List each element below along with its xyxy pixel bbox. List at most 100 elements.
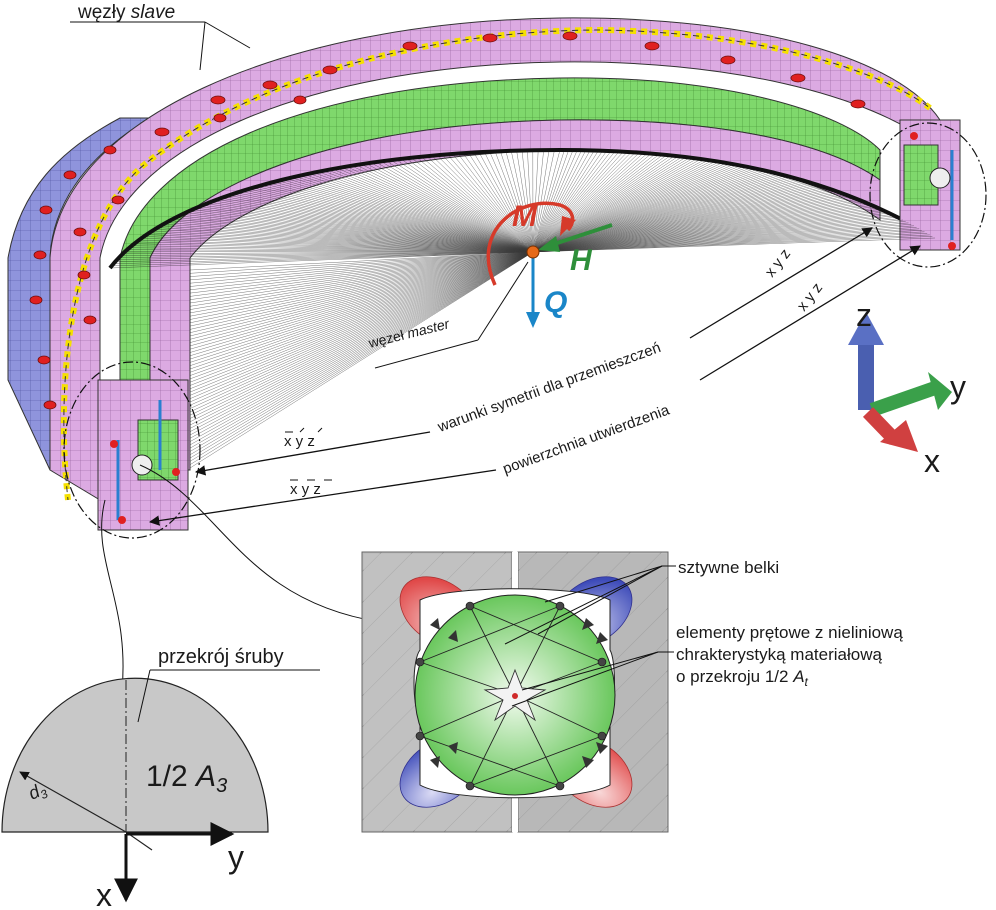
rbe-link — [505, 150, 534, 253]
rbe-link — [532, 161, 716, 253]
force-q-arrowhead — [526, 312, 540, 328]
rbe-link — [117, 251, 534, 260]
rbe-link — [129, 247, 534, 253]
rbe-link — [182, 214, 534, 253]
fixed-surface-label: powierzchnia utwierdzenia — [501, 401, 673, 477]
rbe-link — [532, 150, 595, 253]
rbe-link — [532, 153, 648, 253]
rbe-link — [532, 150, 599, 253]
rbe-link — [189, 251, 534, 380]
rbe-link — [532, 206, 875, 253]
rbe-link — [532, 152, 636, 253]
rbe-link — [532, 203, 870, 253]
rbe-link — [189, 251, 534, 340]
rbe-link — [236, 192, 534, 253]
rbe-link — [532, 236, 933, 253]
force-q-label: Q — [544, 286, 567, 319]
moment-label: M — [512, 200, 538, 233]
rbe-link — [532, 182, 812, 253]
rbe-link — [138, 239, 534, 253]
rbe-link — [532, 176, 789, 253]
rbe-link — [189, 251, 534, 462]
rbe-link — [115, 251, 534, 262]
rbe-link — [532, 202, 867, 253]
rbe-link — [346, 166, 534, 253]
rbe-link — [225, 196, 534, 253]
rbe-link — [532, 195, 849, 253]
rbe-link — [221, 197, 534, 253]
rbe-link — [532, 219, 904, 253]
rbe-link — [452, 153, 534, 253]
rbe-link — [532, 156, 687, 253]
rbe-link — [217, 199, 534, 253]
rbe-link — [189, 251, 534, 459]
inner-ring-pink — [149, 119, 881, 471]
rbe-link — [442, 154, 534, 253]
rbe-link — [327, 169, 534, 253]
rbe-link — [489, 151, 534, 253]
rbe-link — [189, 251, 534, 396]
rbe-link — [532, 150, 612, 253]
rbe-link — [532, 228, 920, 253]
rbe-link — [157, 227, 534, 253]
rbe-link — [532, 200, 861, 253]
symmetry-arrow-right — [689, 227, 873, 339]
rbe-link — [532, 158, 698, 253]
rbe-link — [395, 159, 534, 253]
detail-labels: sztywne belki elementy prętowe z nielini… — [504, 558, 903, 707]
rbe-link — [232, 193, 534, 253]
rbe-link — [189, 251, 534, 297]
rbe-link — [411, 157, 534, 253]
rbe-link — [189, 251, 534, 416]
rbe-link — [189, 251, 534, 406]
rbe-link — [154, 229, 534, 253]
rbe-link — [189, 251, 534, 469]
fixed-arrow-right — [699, 245, 921, 381]
rbe-link — [160, 225, 534, 253]
rbe-link — [532, 150, 607, 253]
rbe-link — [532, 154, 664, 253]
rbe-link — [189, 251, 534, 317]
rbe-link — [189, 251, 534, 310]
rbe-link — [532, 157, 690, 253]
rbe-link — [189, 251, 534, 409]
rbe-link — [532, 160, 713, 253]
slave-nodes-label: węzły slave — [77, 2, 175, 23]
rbe-link — [192, 209, 534, 253]
rbe-link — [189, 251, 534, 432]
rbe-link — [532, 188, 831, 253]
axis-triad: z y x — [848, 297, 966, 479]
dof-right-free: x y z — [762, 246, 794, 281]
rbe-link — [390, 159, 534, 253]
rbe-link — [532, 189, 834, 253]
rbe-link — [134, 243, 534, 253]
rbe-link — [421, 156, 534, 253]
dof-left-fixed: x y z — [290, 481, 321, 498]
half-section-shape — [1, 677, 269, 833]
rbe-link — [527, 150, 534, 253]
rbe-link — [188, 211, 534, 253]
rbe-link — [532, 155, 671, 253]
rbe-link — [189, 251, 534, 353]
rbe-link — [457, 153, 534, 253]
rbe-link — [337, 168, 534, 253]
rbe-link — [431, 155, 534, 253]
rbe-link — [127, 249, 534, 253]
rbe-link — [532, 156, 683, 253]
symmetry-arrow-left — [194, 431, 431, 476]
rbe-link — [206, 203, 534, 253]
rbe-link — [532, 154, 660, 253]
rbe-link — [199, 206, 534, 253]
rbe-link — [111, 251, 534, 267]
rbe-link — [532, 156, 679, 253]
rbe-link — [189, 251, 534, 373]
rbe-link — [172, 218, 534, 253]
bolt-holes — [29, 31, 918, 410]
rbe-link — [189, 251, 534, 347]
rbe-link — [532, 153, 652, 253]
rbe-link — [189, 251, 534, 413]
rbe-link — [175, 217, 534, 253]
rbe-link — [532, 217, 898, 253]
force-h-arrowhead — [538, 236, 560, 252]
